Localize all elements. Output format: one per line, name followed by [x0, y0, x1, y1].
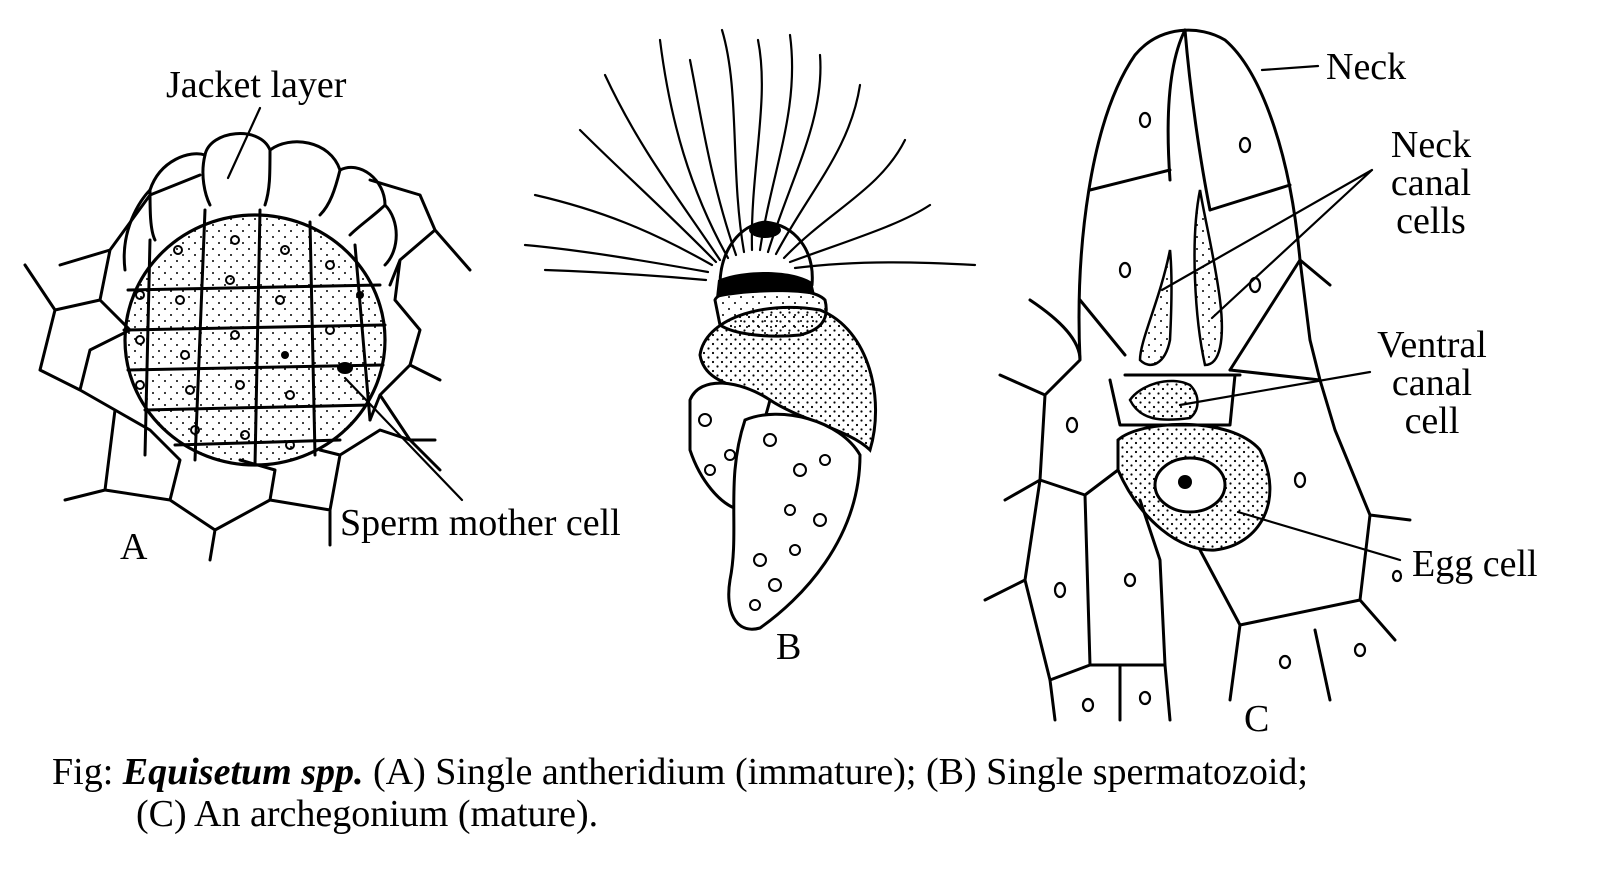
ventral-canal-cell-line-1: Ventral — [1377, 324, 1487, 366]
flagella — [523, 28, 977, 282]
sperm-cell-nuclei — [135, 235, 335, 450]
egg-cell-pointer — [1236, 510, 1402, 562]
neck-canal-cells-label: Neck canal cells — [1366, 126, 1496, 240]
egg-cell-label: Egg cell — [1412, 543, 1538, 585]
ventral-canal-cell-line-3: cell — [1404, 400, 1460, 442]
sperm-mother-cell-label: Sperm mother cell — [340, 502, 621, 544]
archegonium-drawing — [983, 28, 1412, 722]
figure-caption-line-2: (C) An archegonium (mature). — [136, 793, 599, 835]
neck-canal-cells-pointer — [1160, 168, 1374, 320]
caption-prefix: Fig: — [52, 751, 114, 793]
figure-illustration — [23, 28, 1412, 722]
neck-canal-cells-line-2: canal — [1390, 162, 1472, 204]
ventral-canal-cell-line-2: canal — [1391, 362, 1473, 404]
panel-b-label: B — [776, 626, 802, 668]
caption-line-1-text: (A) Single antheridium (immature); (B) S… — [363, 751, 1308, 793]
neck-canal-cells-line-1: Neck — [1390, 124, 1472, 166]
figure-caption-line-1: Fig: Equisetum spp. (A) Single antheridi… — [52, 752, 1308, 792]
ventral-canal-cell-pointer — [1178, 370, 1372, 407]
antheridium-drawing — [23, 106, 472, 562]
spermatozoid-drawing — [523, 28, 977, 631]
neck-canal-cells-line-3: cells — [1396, 200, 1466, 242]
jacket-layer-pointer — [226, 106, 262, 180]
caption-taxon: Equisetum spp. — [122, 751, 364, 793]
neck-label: Neck — [1326, 46, 1407, 88]
jacket-layer-label: Jacket layer — [166, 64, 347, 106]
panel-c-label: C — [1244, 698, 1270, 740]
panel-a-label: A — [120, 526, 148, 568]
neck-pointer — [1260, 64, 1320, 72]
ventral-canal-cell-label: Ventral canal cell — [1362, 326, 1502, 440]
sperm-mother-cell-pointer — [343, 376, 464, 502]
